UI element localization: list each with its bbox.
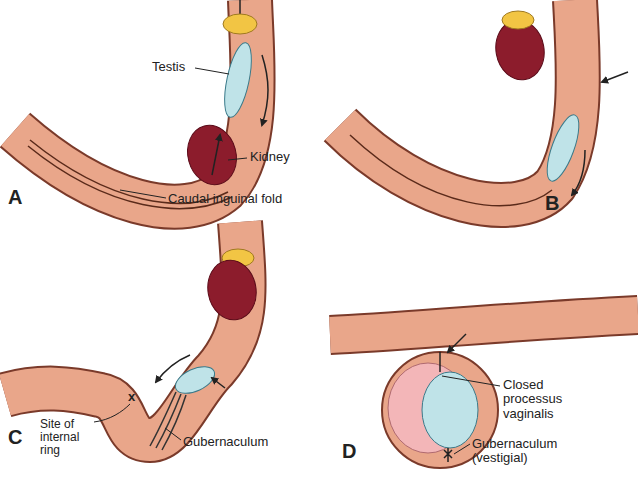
part-label: Kidney xyxy=(250,150,290,164)
part-label: Gubernaculum (vestigial) xyxy=(472,437,572,466)
site-marker: x xyxy=(128,390,135,404)
part-label: Site of internal ring xyxy=(40,418,100,458)
part-label: Closed processus vaginalis xyxy=(503,378,603,421)
panel-letter: C xyxy=(8,426,22,448)
part-label: Caudal inguinal fold xyxy=(168,192,282,206)
part-label: Gubernaculum xyxy=(183,435,268,449)
panel-b xyxy=(340,0,628,206)
panel-a xyxy=(15,0,268,208)
part-label: Testis xyxy=(152,60,185,74)
panel-letter: D xyxy=(342,440,356,462)
panel-d xyxy=(330,315,638,468)
panel-letter: A xyxy=(8,186,22,208)
panel-c xyxy=(5,222,261,450)
panel-letter: B xyxy=(545,192,559,214)
